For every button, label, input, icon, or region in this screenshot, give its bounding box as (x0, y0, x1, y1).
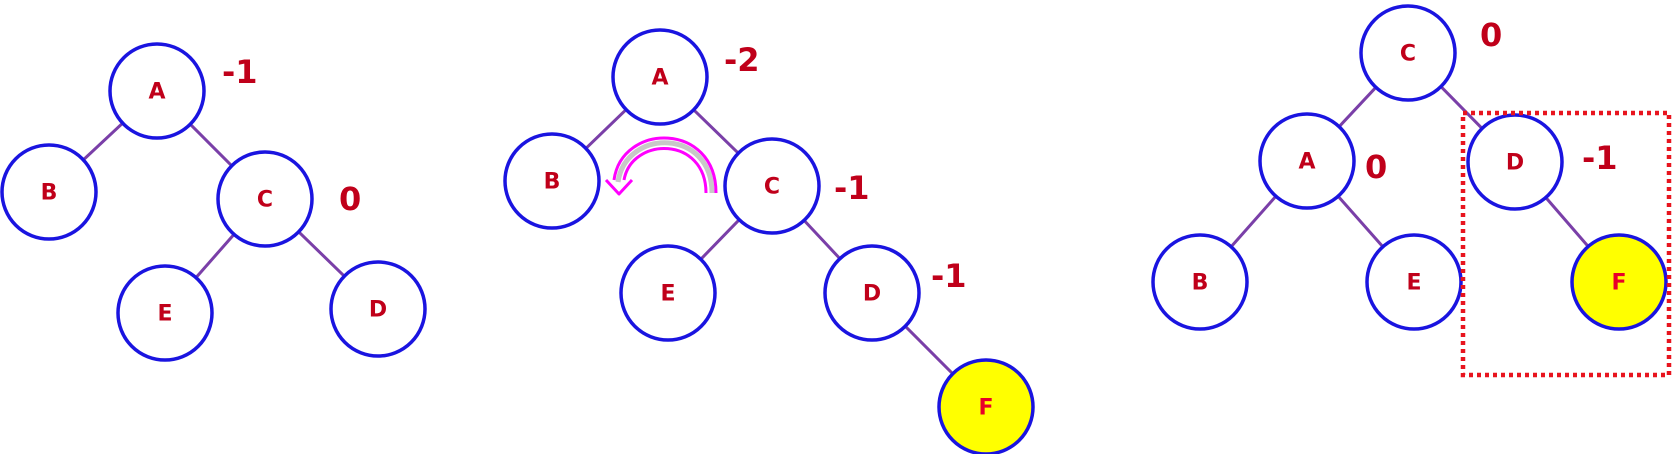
edge-a-c (692, 108, 740, 155)
node-circle (0, 143, 98, 241)
node-label: A (1298, 150, 1315, 175)
tree-1: A -1B C 0E D (0, 42, 427, 362)
node-b: B (503, 132, 601, 230)
node-label: D (863, 282, 881, 307)
node-e: E (116, 264, 214, 362)
rotation-arrow-outline-outer (612, 136, 718, 194)
node-label: B (544, 170, 561, 195)
node-d: D (1466, 113, 1564, 211)
rotation-arrow-icon (604, 136, 718, 196)
node-label: C (1400, 42, 1416, 67)
edge-c-d (297, 230, 346, 278)
node-label: E (1406, 271, 1421, 296)
node-circle (329, 260, 427, 358)
node-circle (619, 244, 717, 342)
node-e: E (1365, 233, 1463, 331)
node-d: D (329, 260, 427, 358)
node-circle (1359, 4, 1457, 102)
node-circle (1258, 112, 1356, 210)
rebalanced-subtree-box (1460, 110, 1672, 378)
edge-a-b (82, 122, 124, 161)
node-label: E (157, 302, 172, 327)
node-label: A (651, 66, 668, 91)
rotation-arrow-body (615, 140, 715, 194)
node-label: F (978, 396, 993, 421)
node-label: E (660, 282, 675, 307)
node-d: D (823, 244, 921, 342)
balance-factor: -1 (222, 53, 258, 91)
node-label: D (1506, 151, 1524, 176)
node-b: B (1151, 233, 1249, 331)
node-c: C (216, 150, 314, 248)
edge-d-f (904, 325, 954, 375)
edge-c-d (1439, 85, 1484, 130)
node-circle (1151, 233, 1249, 331)
edge-c-d (802, 219, 842, 260)
balance-factor: 0 (339, 180, 361, 218)
balance-factor: -2 (724, 41, 760, 79)
node-circle (108, 42, 206, 140)
rotation-arrow-outline-inner (622, 147, 708, 194)
node-label: C (257, 188, 273, 213)
balance-factor: 0 (1365, 148, 1387, 186)
node-a: A (108, 42, 206, 140)
tree-2: A -2B C -1E D -1F (503, 28, 1035, 454)
node-circle (937, 358, 1035, 454)
node-e: E (619, 244, 717, 342)
node-label: C (764, 175, 780, 200)
rotation-arrow-head (604, 178, 634, 196)
edge-c-a (1338, 86, 1377, 128)
node-circle (503, 132, 601, 230)
edge-a-c (189, 123, 233, 167)
node-circle (823, 244, 921, 342)
node-c: C (723, 137, 821, 235)
node-circle (216, 150, 314, 248)
node-b: B (0, 143, 98, 241)
node-circle (723, 137, 821, 235)
balance-factor: 0 (1480, 16, 1502, 54)
node-label: F (1611, 271, 1626, 296)
balance-factor: -1 (931, 257, 967, 295)
node-a: A (611, 28, 709, 126)
node-label: B (1192, 271, 1209, 296)
edge-c-e (699, 218, 741, 261)
edge-a-e (1337, 195, 1384, 248)
node-f: F (1570, 233, 1668, 331)
node-circle (1365, 233, 1463, 331)
node-label: D (369, 298, 387, 323)
node-f: F (937, 358, 1035, 454)
node-c: C (1359, 4, 1457, 102)
edge-d-f (1544, 196, 1590, 248)
node-circle (116, 264, 214, 362)
node-circle (611, 28, 709, 126)
edge-a-b (1230, 195, 1277, 248)
node-label: A (148, 80, 165, 105)
node-a: A (1258, 112, 1356, 210)
edge-a-b (584, 108, 628, 150)
node-label: B (41, 181, 58, 206)
balance-factor: -1 (1582, 139, 1618, 177)
node-circle (1570, 233, 1668, 331)
edge-c-e (194, 233, 236, 279)
balance-factor: -1 (834, 169, 870, 207)
